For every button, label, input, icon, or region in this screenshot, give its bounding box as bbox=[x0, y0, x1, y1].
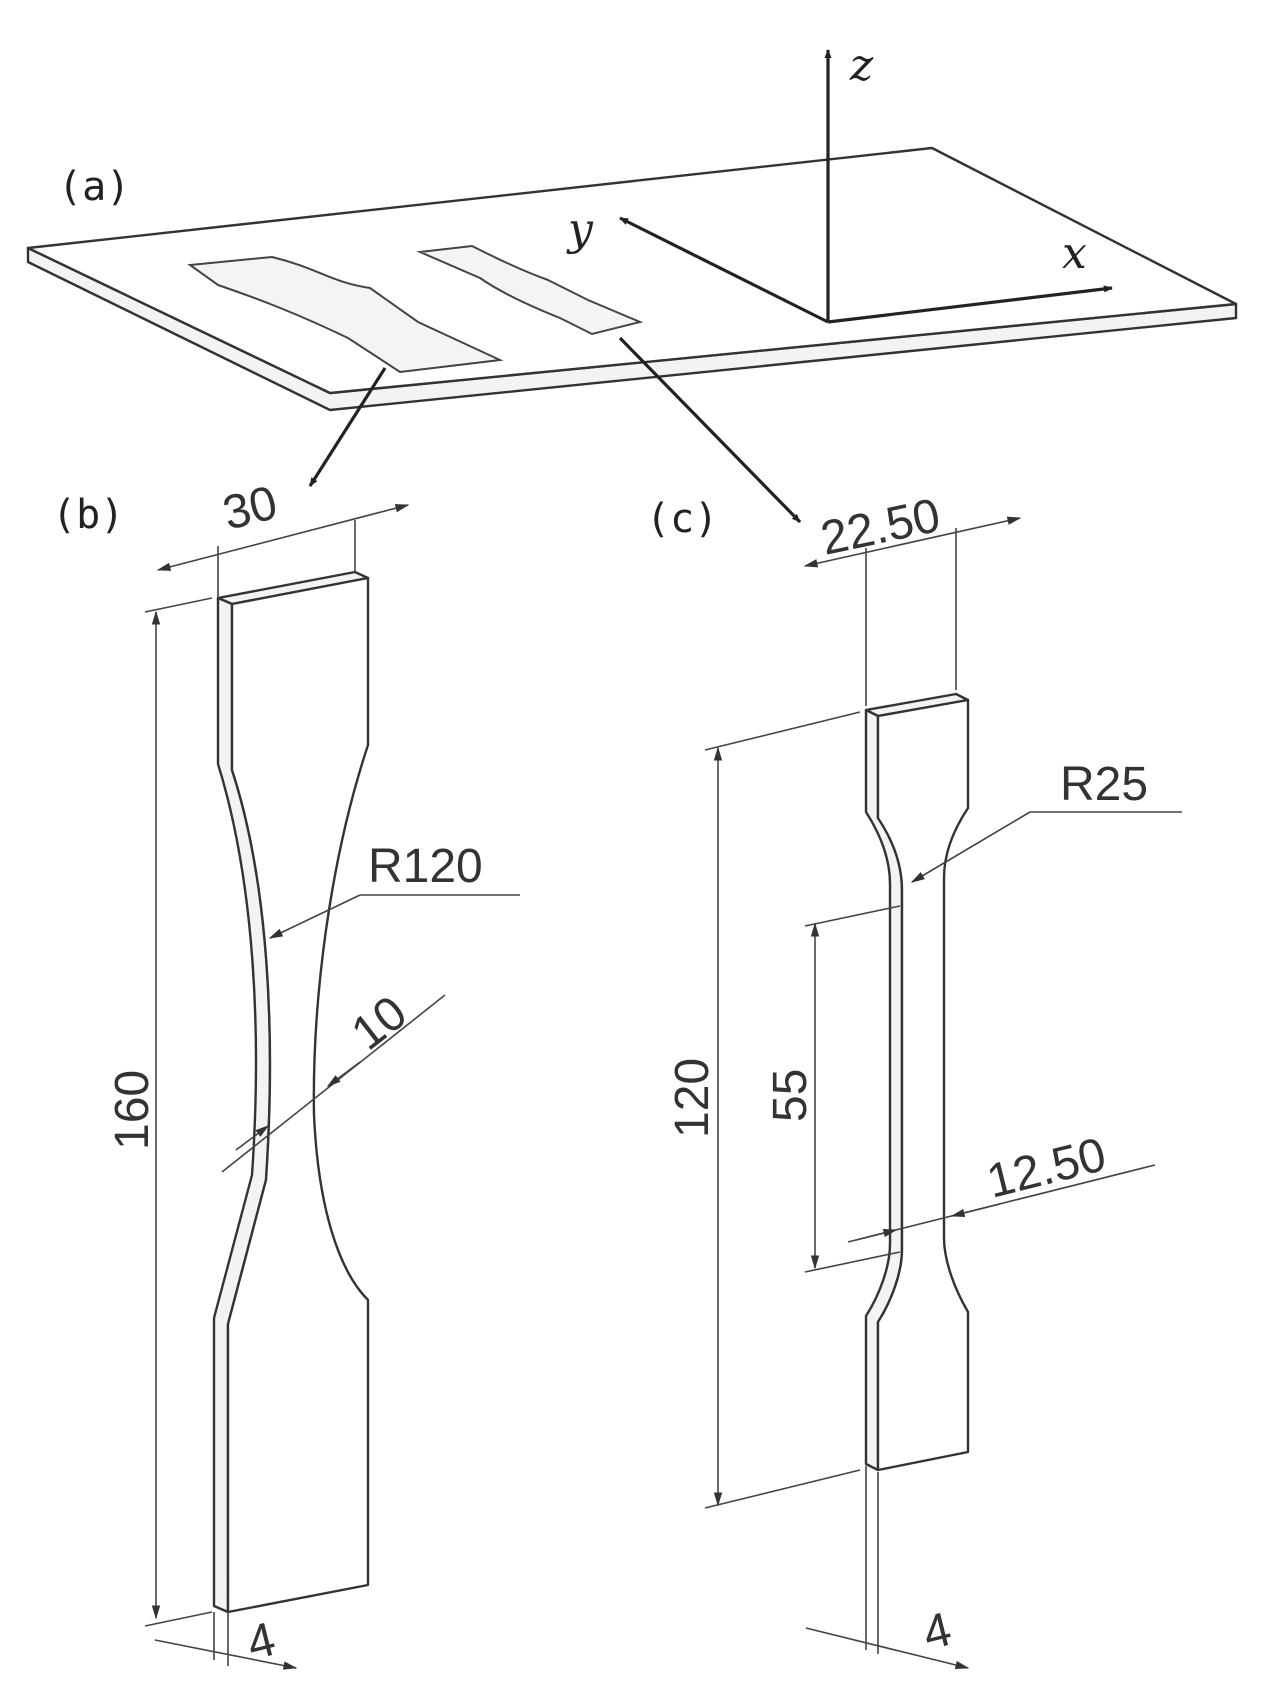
dim-c-width-text: 22.50 bbox=[816, 489, 945, 566]
dim-c-gauge-ext-top bbox=[804, 905, 901, 927]
specimen-c-face bbox=[876, 698, 970, 1472]
dim-c-width-line bbox=[803, 516, 1022, 568]
dim-c-thick-line bbox=[805, 1627, 970, 1670]
plate-group: z x y (a) bbox=[26, 40, 1238, 524]
dim-c-length-text: 120 bbox=[666, 1058, 719, 1138]
dim-c-length-ext-top bbox=[704, 711, 861, 751]
z-axis-label: z bbox=[849, 40, 874, 91]
dim-c-neck-arrow-b bbox=[950, 1203, 1001, 1218]
leader-b-radius bbox=[268, 894, 361, 939]
specimen-b: 30 160 R120 10 4 bbox=[106, 476, 520, 1671]
panel-b-label: (b) bbox=[52, 492, 124, 538]
dim-b-radius-text: R120 bbox=[368, 840, 483, 893]
panel-c-label: (c) bbox=[646, 496, 718, 542]
dim-c-thick-text: 4 bbox=[918, 1603, 957, 1661]
dim-b-thick-line bbox=[154, 1639, 298, 1670]
panel-a-label: (a) bbox=[58, 164, 130, 210]
y-axis bbox=[619, 216, 829, 324]
plate-top-face bbox=[26, 146, 1238, 395]
dim-b-width-line bbox=[156, 504, 410, 571]
dim-b-length-text: 160 bbox=[106, 1070, 159, 1150]
dim-b-neck-arrow-a bbox=[235, 1125, 270, 1151]
dim-b-length-ext-bottom bbox=[144, 1611, 213, 1627]
dim-c-radius-text: R25 bbox=[1060, 758, 1148, 811]
callout-arrow-c bbox=[618, 336, 802, 524]
callout-arrow-b bbox=[308, 367, 387, 487]
dim-c-neck-text: 12.50 bbox=[982, 1128, 1111, 1208]
x-axis-label: x bbox=[1062, 228, 1087, 279]
plate-specimen-hole-c bbox=[416, 244, 644, 336]
dim-b-thick-text: 4 bbox=[242, 1613, 281, 1671]
leader-c-radius bbox=[910, 811, 1031, 883]
y-axis-label: y bbox=[566, 204, 594, 255]
dim-c-gauge-ext-bottom bbox=[804, 1251, 901, 1273]
dim-b-length-ext-top bbox=[144, 597, 213, 613]
dim-c-gauge-text: 55 bbox=[764, 1069, 817, 1122]
dim-c-length-ext-bottom bbox=[704, 1469, 861, 1509]
dim-b-width-text: 30 bbox=[218, 476, 283, 540]
specimen-c: 22.50 120 55 R25 12.50 4 bbox=[666, 489, 1182, 1670]
dim-b-neck-arrow-b bbox=[326, 1061, 361, 1087]
plate-specimen-hole-b bbox=[187, 255, 504, 374]
dim-b-neck-text: 10 bbox=[342, 986, 417, 1061]
x-axis bbox=[827, 285, 1113, 324]
dim-c-neck-line bbox=[847, 1164, 1156, 1243]
specimen-b-face bbox=[226, 576, 370, 1614]
dim-c-neck-arrow-a bbox=[855, 1228, 898, 1241]
